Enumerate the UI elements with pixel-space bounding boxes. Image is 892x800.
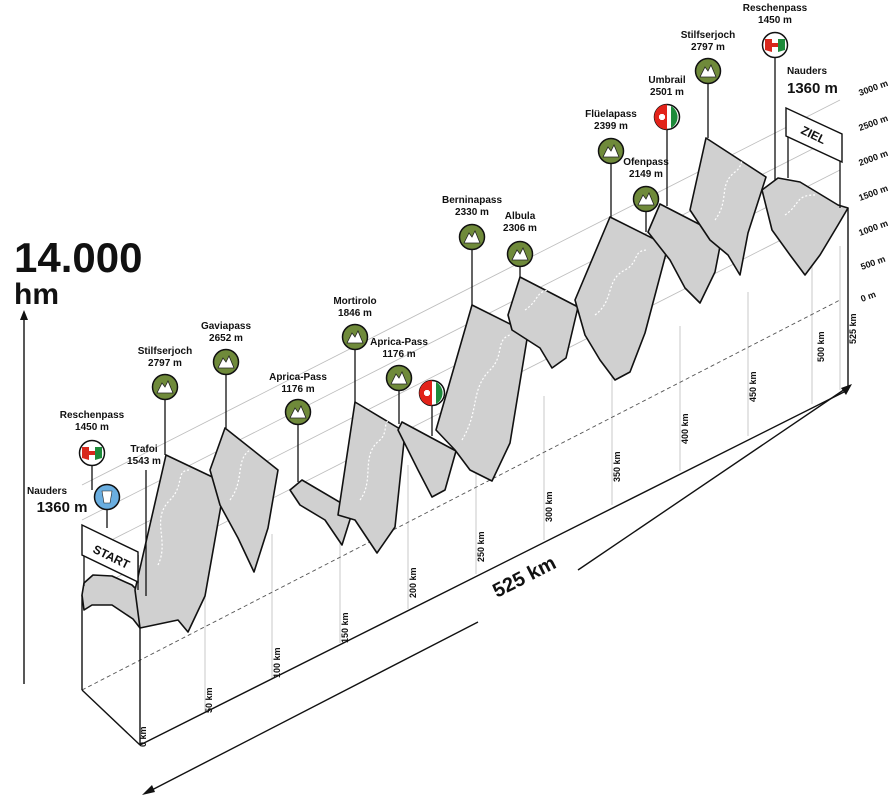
pass-marker-stilfserjoch-2: Stilfserjoch 2797 m	[681, 30, 735, 138]
elevation-gain-unit: hm	[14, 278, 59, 311]
mountain-icon	[458, 223, 486, 251]
pass-marker-aprica-2: Aprica-Pass 1176 m	[370, 337, 446, 436]
pass-name: Gaviapass	[201, 321, 251, 332]
km-tick-300: 300 km	[544, 491, 554, 522]
start-place-name: Nauders	[27, 486, 67, 497]
finish-place-alt: 1360 m	[787, 80, 838, 97]
pass-marker-aprica-1: Aprica-Pass 1176 m	[269, 372, 327, 482]
km-tick-50: 50 km	[204, 687, 214, 713]
pass-alt: 1176 m	[382, 349, 415, 360]
distance-total: 525 km	[489, 552, 559, 602]
km-tick-200: 200 km	[408, 567, 418, 598]
mountain-icon	[284, 398, 312, 426]
pass-name: Flüelapass	[585, 109, 637, 120]
pass-name: Stilfserjoch	[138, 346, 192, 357]
elevation-profile	[81, 137, 849, 633]
flag-switzerland-icon	[653, 103, 681, 131]
start-location-badge	[93, 483, 121, 511]
alt-tick-2000: 2000 m	[857, 148, 889, 168]
km-axis: 0 km 50 km 100 km 150 km 200 km 250 km 3…	[138, 313, 858, 747]
pass-alt: 2652 m	[209, 333, 243, 344]
alt-tick-1000: 1000 m	[857, 218, 889, 238]
flag-austria-italy-icon	[761, 31, 789, 59]
pass-alt: 1450 m	[75, 422, 109, 433]
distance-arrow	[142, 384, 852, 795]
mountain-icon	[694, 57, 722, 85]
pass-alt: 2149 m	[629, 169, 663, 180]
pass-marker-reschenpass-start: Reschenpass 1450 m	[60, 410, 125, 490]
pass-marker-umbrail: Umbrail 2501 m	[648, 75, 686, 206]
pass-alt: 2399 m	[594, 121, 628, 132]
pass-marker-ofenpass: Ofenpass 2149 m	[623, 157, 669, 232]
pass-marker-stilfserjoch-1: Stilfserjoch 2797 m	[138, 346, 192, 455]
km-tick-450: 450 km	[748, 371, 758, 402]
pass-name: Stilfserjoch	[681, 30, 735, 41]
pass-marker-albula: Albula 2306 m	[503, 211, 537, 278]
pass-marker-gaviapass: Gaviapass 2652 m	[201, 321, 251, 428]
pass-marker-mortirolo: Mortirolo 1846 m	[333, 296, 377, 402]
flag-switzerland-icon	[418, 379, 446, 407]
pass-alt: 2330 m	[455, 207, 489, 218]
pass-alt: 2501 m	[650, 87, 684, 98]
finish-place-name: Nauders	[787, 66, 827, 77]
base-box	[81, 208, 849, 746]
start-place-alt: 1360 m	[37, 499, 88, 516]
pass-alt: 1176 m	[281, 384, 314, 395]
pass-alt: 2797 m	[148, 358, 182, 369]
pass-name: Ofenpass	[623, 157, 669, 168]
pass-alt: 2797 m	[691, 42, 725, 53]
mountain-icon	[597, 137, 625, 165]
km-tick-100: 100 km	[272, 647, 282, 678]
pass-alt: 2306 m	[503, 223, 537, 234]
flag-austria-italy-icon	[78, 439, 106, 467]
pass-name: Berninapass	[442, 195, 502, 206]
altitude-axis: 0 m 500 m 1000 m 1500 m 2000 m 2500 m 30…	[857, 78, 889, 304]
alt-tick-1500: 1500 m	[857, 183, 889, 203]
pass-name: Umbrail	[648, 75, 685, 86]
pass-name: Reschenpass	[60, 410, 125, 421]
km-tick-250: 250 km	[476, 531, 486, 562]
finish-gate: ZIEL	[785, 106, 843, 208]
elevation-gain-value: 14.000	[14, 234, 142, 281]
mountain-icon	[341, 323, 369, 351]
mountain-icon	[212, 348, 240, 376]
pass-name: Aprica-Pass	[269, 372, 327, 383]
km-tick-350: 350 km	[612, 451, 622, 482]
alt-tick-3000: 3000 m	[857, 78, 889, 98]
mountain-icon	[385, 364, 413, 392]
grid-floor	[81, 246, 841, 745]
pass-name: Mortirolo	[333, 296, 376, 307]
alt-tick-500: 500 m	[859, 254, 886, 272]
pass-marker-trafoi: Trafoi 1543 m	[127, 444, 161, 596]
alt-tick-2500: 2500 m	[857, 113, 889, 133]
mountain-icon	[151, 373, 179, 401]
km-tick-400: 400 km	[680, 413, 690, 444]
km-tick-150: 150 km	[340, 612, 350, 643]
km-tick-500: 500 km	[816, 331, 826, 362]
pass-name: Reschenpass	[743, 3, 808, 14]
pass-alt: 1543 m	[127, 456, 161, 467]
alt-tick-0: 0 m	[859, 289, 877, 304]
pass-alt: 1846 m	[338, 308, 372, 319]
pass-marker-berninapass: Berninapass 2330 m	[442, 195, 502, 305]
elevation-arrow	[20, 310, 28, 684]
mountain-icon	[632, 185, 660, 213]
pass-alt: 1450 m	[758, 15, 792, 26]
pass-name: Trafoi	[130, 444, 157, 455]
pass-name: Aprica-Pass	[370, 337, 428, 348]
mountain-icon	[506, 240, 534, 268]
km-tick-0: 0 km	[138, 726, 148, 747]
pass-name: Albula	[505, 211, 536, 222]
pass-marker-flueelapass: Flüelapass 2399 m	[585, 109, 637, 217]
pass-marker-reschenpass-finish: Reschenpass 1450 m	[743, 3, 808, 180]
km-tick-525: 525 km	[848, 313, 858, 344]
